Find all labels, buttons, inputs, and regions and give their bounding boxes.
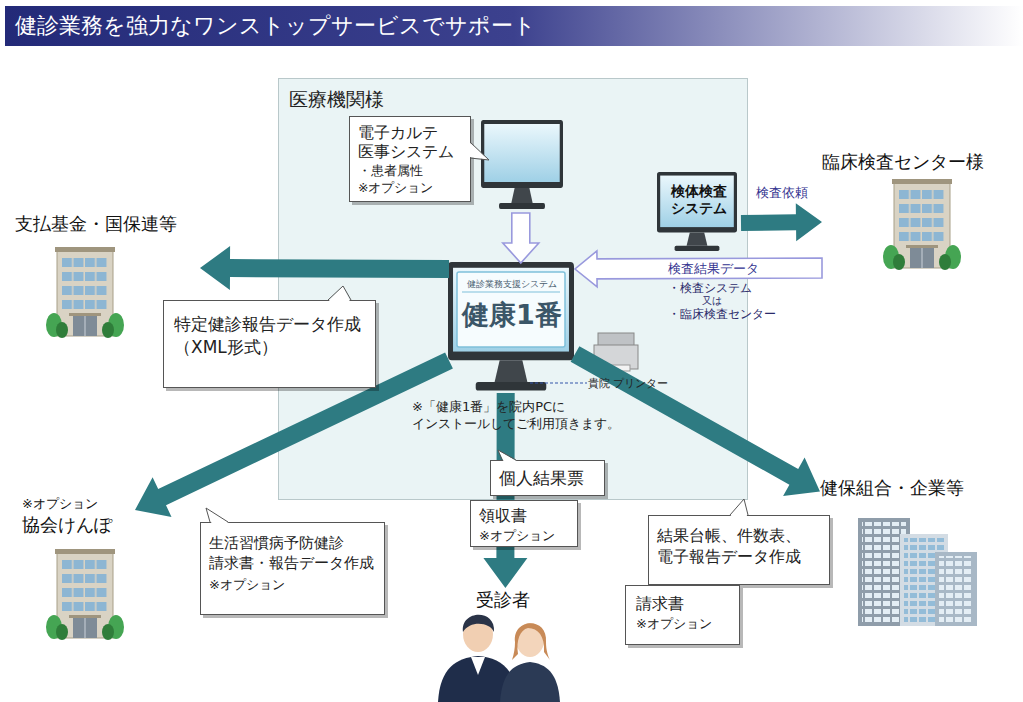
- edge-label: 検査結果データ: [668, 262, 759, 275]
- flow-arrow: [741, 203, 822, 241]
- building-icon: [46, 549, 124, 640]
- callout-box: 結果台帳、件数表、 電子報告データ作成: [648, 515, 830, 585]
- note-label: ※「健康1番」を院内PCに インストールしてご利用頂きます。: [412, 399, 642, 433]
- node-heading: 結果台帳、件数表、 電子報告データ作成: [657, 526, 823, 568]
- node-heading: 個人結果票: [499, 467, 604, 490]
- node-text: ※オプション: [358, 180, 462, 197]
- node-heading: 電子カルテ 医事システム: [358, 123, 458, 161]
- callout-tail-fill: [327, 286, 350, 302]
- printer-top: [598, 333, 634, 346]
- person-group: 受診者: [430, 588, 575, 700]
- monitor-node: 検体検査 システム: [656, 173, 741, 253]
- node-heading: 支払基金・国保連等: [15, 212, 200, 236]
- system-group: 電子カルテ 医事システム・患者属性※オプション: [346, 116, 576, 213]
- title-text: 健診業務を強力なワンストップサービスでサポート: [15, 13, 536, 38]
- node-text: ・患者属性: [358, 163, 462, 180]
- tower-windows: [862, 522, 906, 622]
- organization-node: 健保組合・企業等: [820, 476, 1005, 631]
- note-label: 貴院 プリンター: [588, 376, 669, 391]
- callout-tail: [200, 522, 201, 523]
- callout-box: 請求書※オプション: [625, 585, 740, 645]
- node-heading: 検体検査 システム: [666, 183, 732, 217]
- callout-tail-edge: [328, 286, 351, 300]
- callout-tail: [163, 300, 164, 301]
- edge-label: 検査依頼: [756, 186, 808, 199]
- note-label: ・検査システム: [668, 280, 752, 297]
- callout-box: 特定健診報告データ作成 （XML形式）: [163, 300, 376, 388]
- person-hair: [463, 615, 494, 632]
- callout-tail: [490, 460, 491, 461]
- callout-tail-fill: [729, 499, 747, 517]
- screen-rule: [462, 292, 560, 293]
- person-hair: [512, 623, 550, 660]
- tower-windows: [939, 556, 973, 622]
- node-heading: 領収書: [479, 506, 569, 527]
- organization-node: ※オプション協会けんぽ: [22, 495, 135, 645]
- callout-bubble: 電子カルテ 医事システム・患者属性※オプション: [349, 116, 471, 202]
- node-heading: 健保組合・企業等: [820, 476, 1005, 500]
- person-icons: [438, 615, 560, 702]
- office-towers: [858, 518, 977, 626]
- node-heading: 生活習慣病予防健診 請求書・報告データ作成: [209, 533, 378, 574]
- callout-tail-edge: [206, 508, 228, 522]
- callout-tail-fill: [498, 450, 518, 462]
- node-heading: ※オプション: [22, 495, 135, 513]
- node-heading: 臨床検査センター様: [822, 150, 1005, 174]
- node-text: 健康1番: [449, 297, 575, 333]
- note-label: ・臨床検査センター: [668, 306, 776, 323]
- node-heading: 医療機関様: [289, 87, 737, 113]
- organization-node: 臨床検査センター様: [822, 150, 1005, 275]
- callout-tail-edge: [498, 450, 516, 460]
- callout-box: 個人結果票: [490, 460, 605, 496]
- building-icon: [46, 247, 124, 338]
- node-heading: 特定健診報告データ作成 （XML形式）: [174, 313, 369, 359]
- person-body: [500, 662, 560, 702]
- monitor-node: 健診業務支援システム健康1番: [449, 263, 575, 393]
- callout-tail-fill: [206, 508, 230, 524]
- node-text: 協会けんぽ: [22, 513, 135, 537]
- callout-tail-edge: [730, 499, 748, 515]
- callout-box: 生活習慣病予防健診 請求書・報告データ作成 ※オプション: [200, 522, 385, 615]
- node-heading: 健診業務支援システム: [449, 279, 575, 291]
- person-shirt: [471, 657, 485, 675]
- note-label: 又は: [702, 294, 722, 308]
- title-band: 健診業務を強力なワンストップサービスでサポート: [5, 6, 1023, 46]
- building-icon: [883, 179, 961, 270]
- tower: [935, 552, 977, 626]
- callout-tail: [648, 515, 649, 516]
- node-text: ※オプション: [636, 615, 729, 633]
- callout-tail-fill: [468, 141, 489, 160]
- callout-box: 領収書※オプション: [470, 500, 578, 547]
- node-text: ※オプション: [209, 576, 376, 594]
- node-heading: 請求書: [636, 594, 729, 615]
- callout-tail-edge: [470, 142, 489, 160]
- callout-tail: [349, 116, 350, 117]
- node-heading: 受診者: [430, 588, 575, 612]
- node-text: ※オプション: [479, 527, 569, 545]
